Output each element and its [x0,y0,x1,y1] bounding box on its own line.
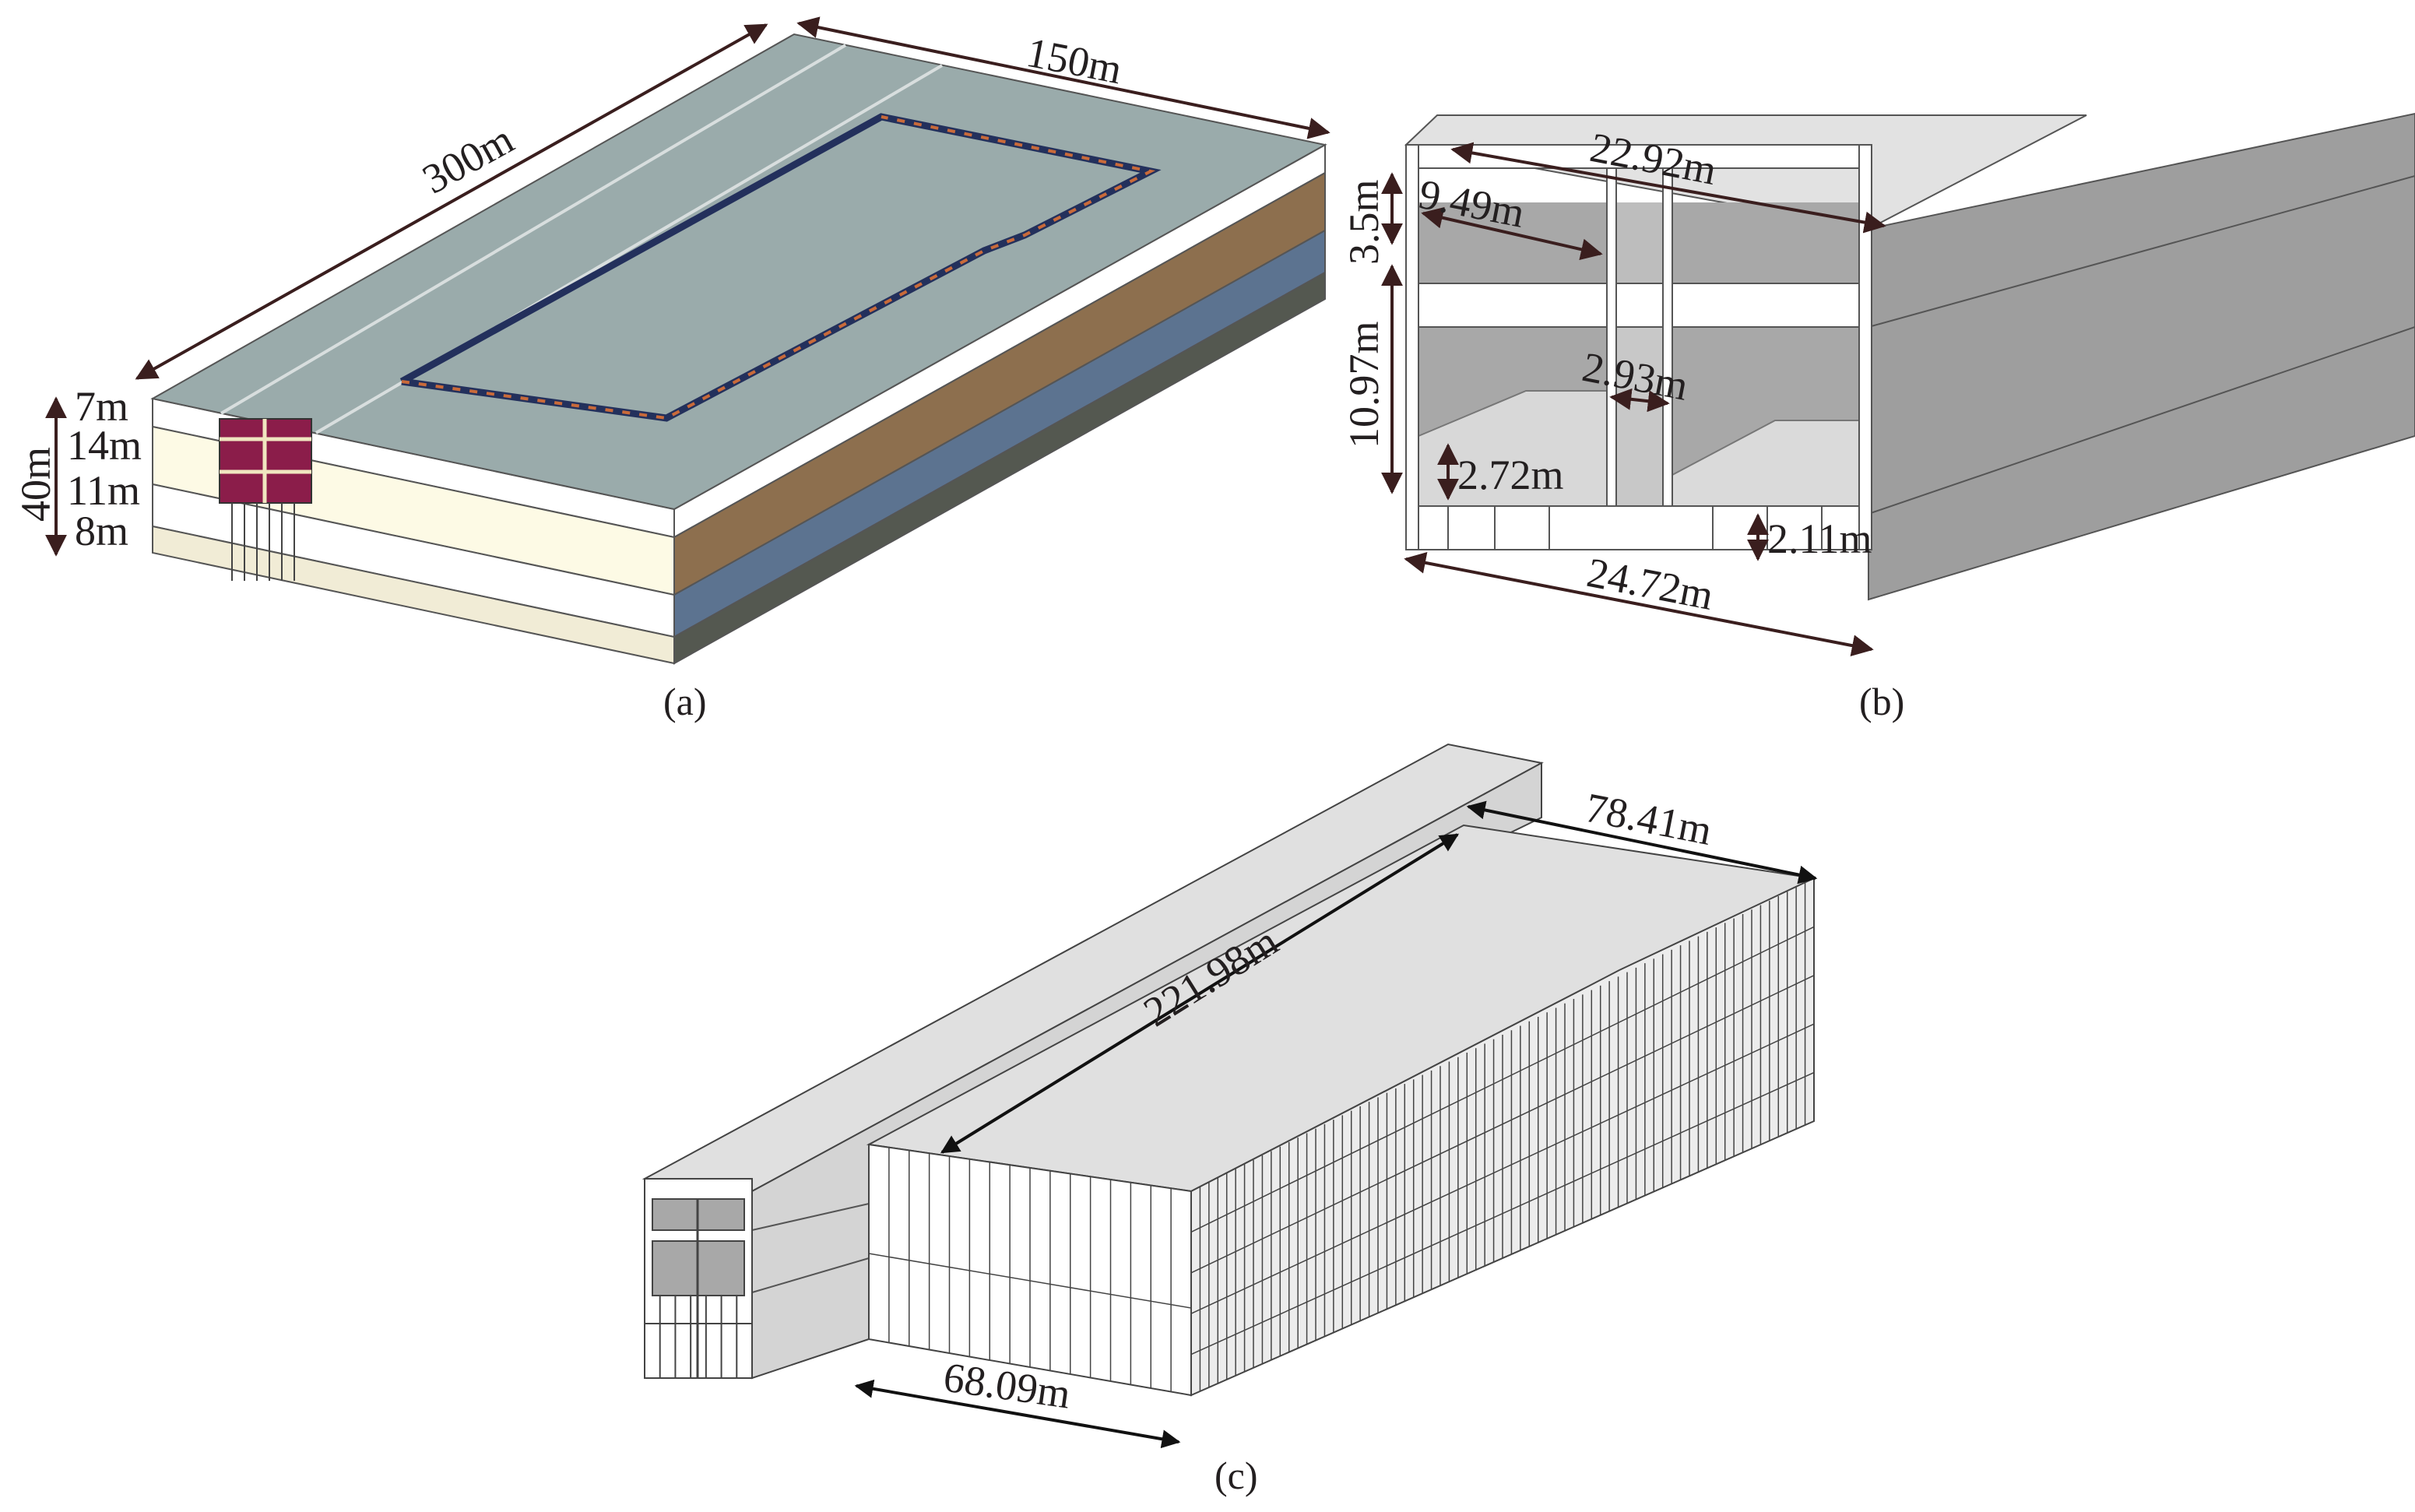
layer-label-2: 14m [67,422,142,469]
lower-middle-bay [1607,327,1672,506]
stratum-front-4 [152,525,675,665]
tunnel-box-side-lines [751,1203,870,1293]
lower-height-label: 10.97m [1341,321,1387,448]
tunnel-box-front-grid [645,1296,752,1378]
panel-b-tunnel-section: 22.92m 9.49m 3.5m 10.97m 2.93m 2.72m 2.1… [1341,112,2415,723]
tunnel-piles [231,503,295,581]
left-step-label: 2.72m [1457,452,1564,498]
panel-c-caption: (c) [1215,1454,1258,1497]
side-face-line [1868,326,2415,515]
bottom-width-arrow [1404,552,1874,656]
bottom-slab-grid [1447,506,1823,550]
pit-side-grid [1190,882,1815,1391]
panel-c-station-structure: 221.98m 78.41m 68.09m (c) [642,743,1818,1497]
width-dimension-arrow [796,16,1331,139]
bottom-width-label: 24.72m [1584,549,1717,619]
panel-a-site-model: 300m 150m 40m 7m 14m 11m 8m (a) [12,16,1331,723]
layer-label-3: 11m [67,467,140,514]
wall-gap-arrow [1609,388,1670,413]
pit-front-grid [868,1147,1192,1392]
total-depth-label: 40m [12,447,59,522]
side-face-line [1868,175,2415,328]
upper-right-bay [1672,202,1859,283]
excavation-outline-dash [401,115,1156,420]
front-width-arrow [854,1379,1181,1449]
length-dimension-arrow [135,23,768,380]
upper-height-label: 3.5m [1341,179,1387,265]
right-step-label: 2.11m [1767,515,1872,562]
length-label: 300m [415,115,522,202]
layer-label-1: 7m [75,383,128,430]
width-label: 150m [1023,29,1126,93]
panel-a-caption: (a) [663,680,707,723]
top-width-arrow [1450,142,1886,234]
bay-width-arrow [1421,206,1603,261]
pit-length-arrow [940,833,1460,1154]
layer-label-4: 8m [75,508,128,554]
pit-width-arrow [1466,800,1818,884]
panel-b-caption: (b) [1859,680,1904,723]
